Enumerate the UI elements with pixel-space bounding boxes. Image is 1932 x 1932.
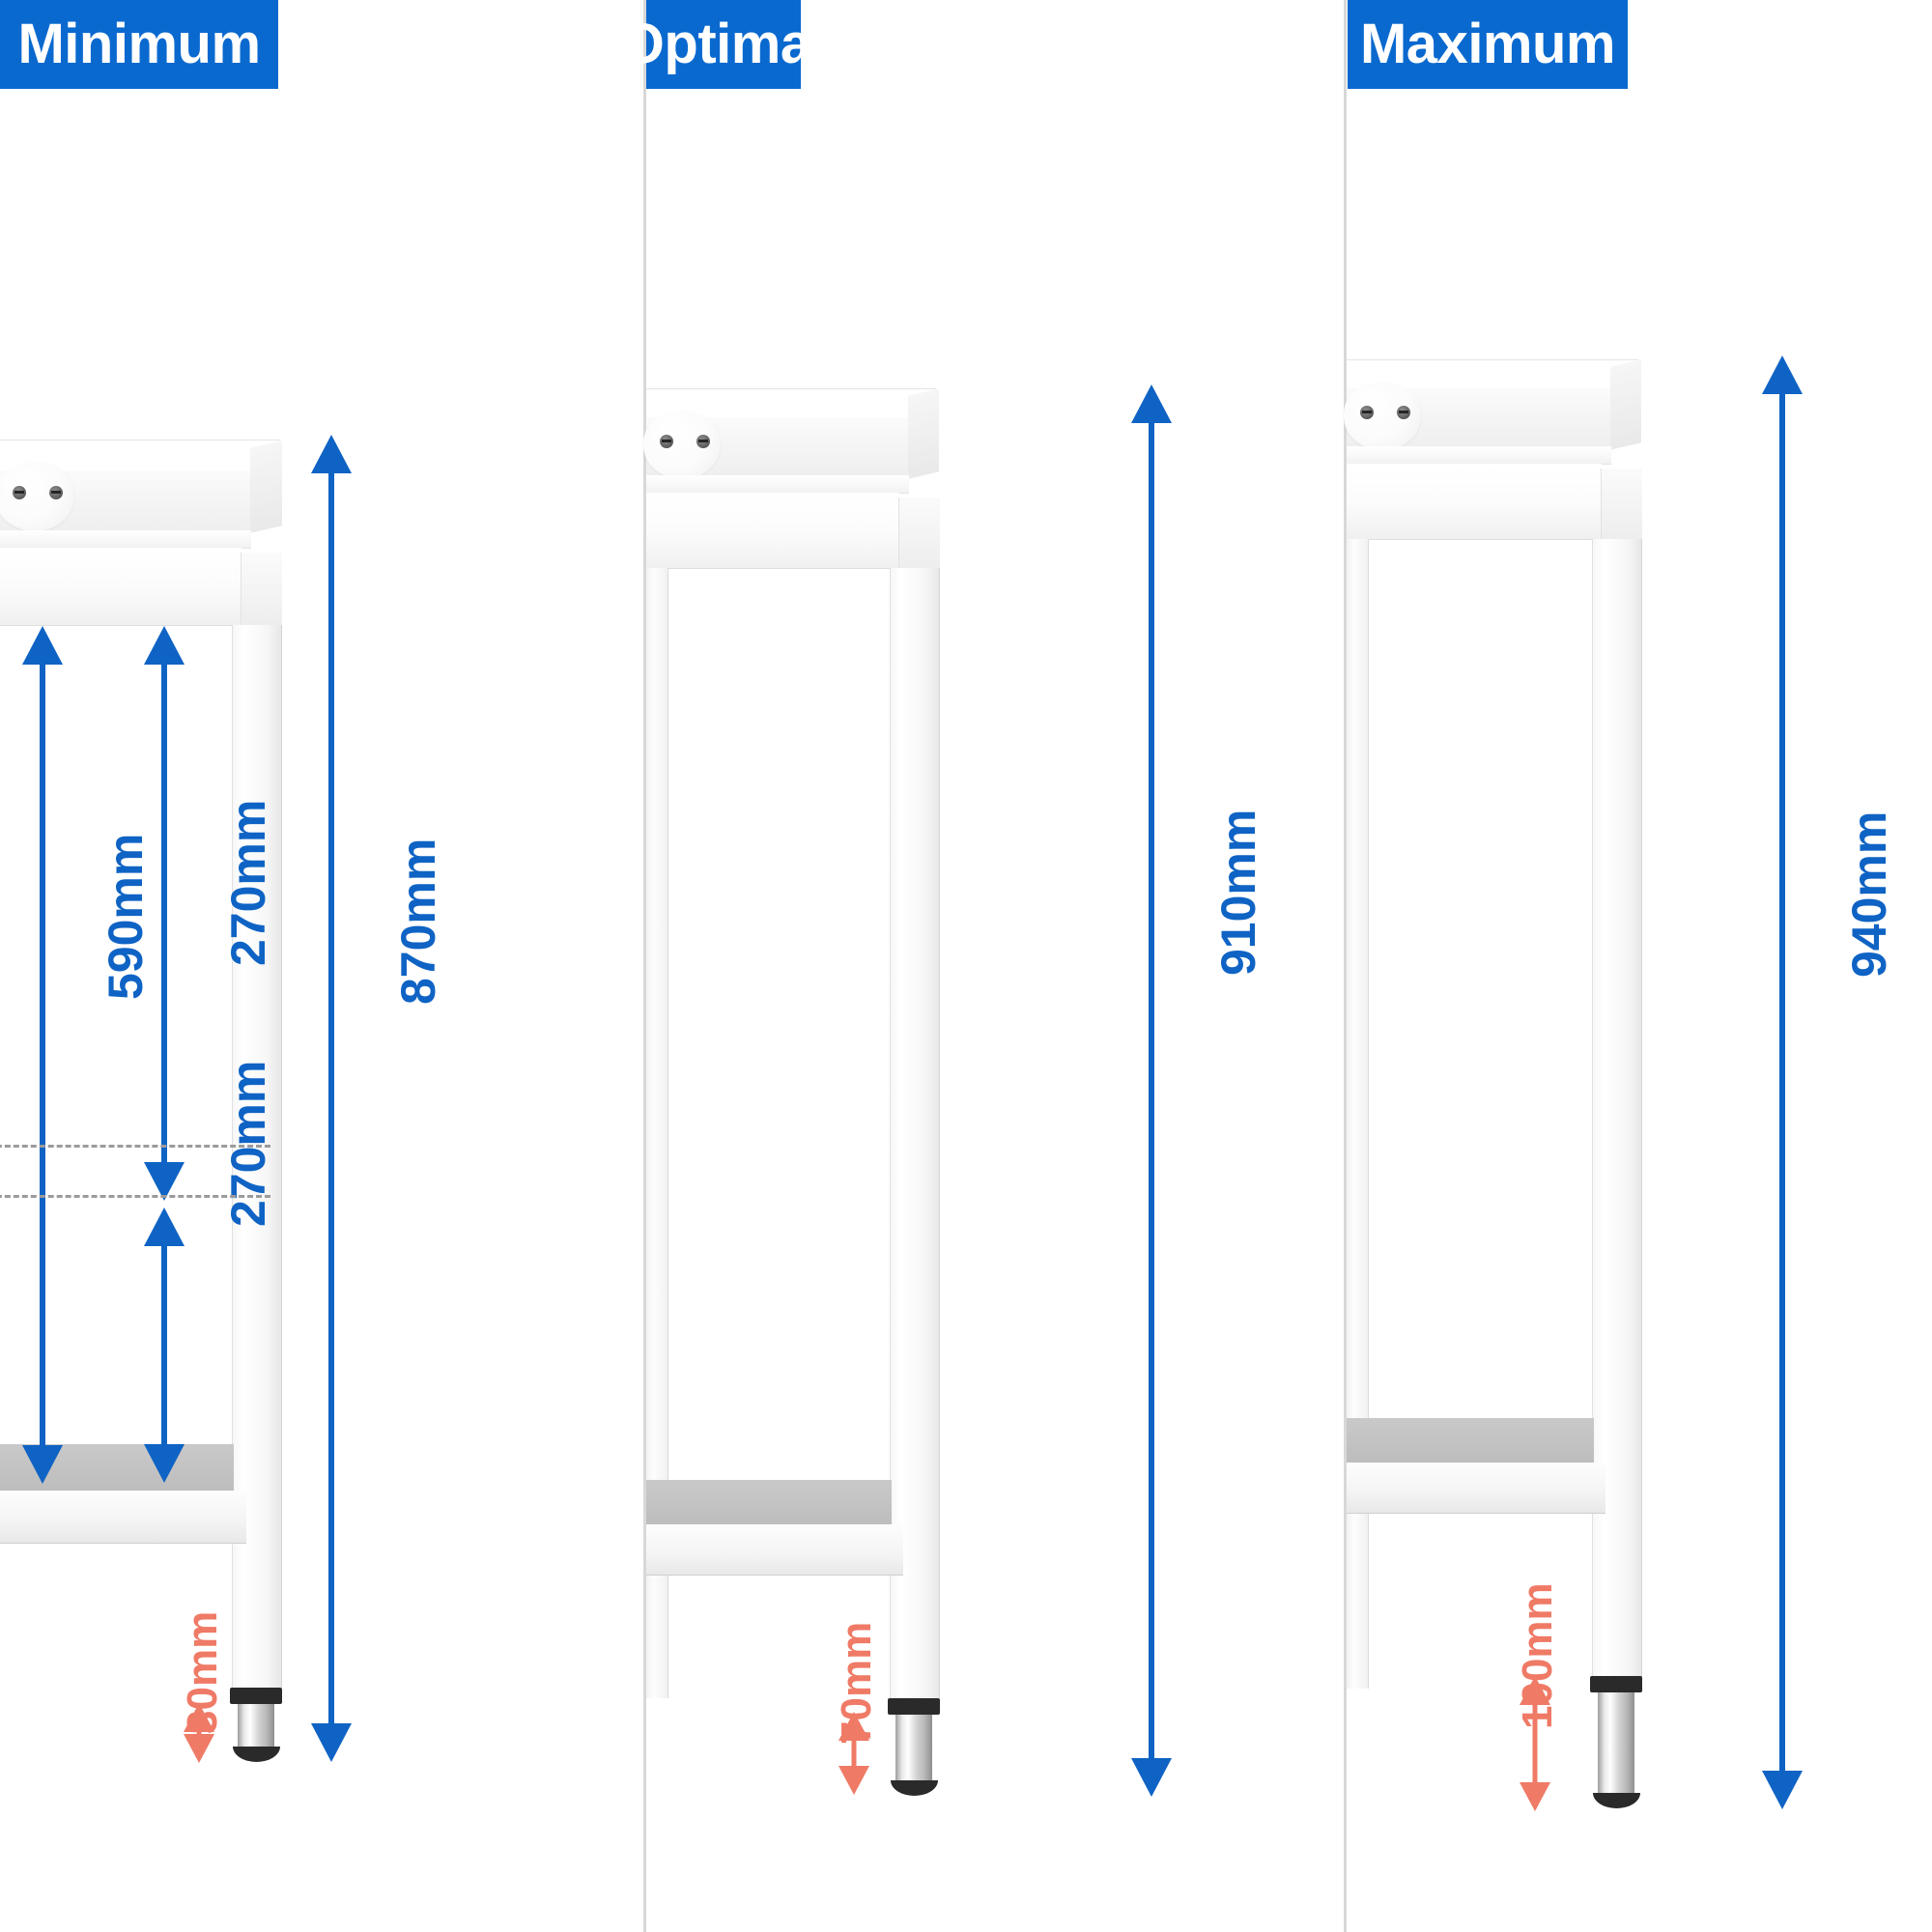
dimension-foot-70-opt <box>835 1712 873 1795</box>
dimension-total-910-opt <box>1130 384 1173 1797</box>
dimension-total-940-max <box>1761 355 1804 1809</box>
tabletop-apron-min <box>0 530 251 549</box>
frame-rail-min <box>0 548 242 626</box>
dimension-label-foot-100-max: 100mm <box>1514 1582 1561 1729</box>
dimension-upper-270-min <box>143 626 185 1201</box>
foot-cap-opt <box>888 1698 940 1715</box>
screw-icon <box>1397 406 1410 419</box>
bracket-mount-opt <box>643 412 721 479</box>
screw-icon <box>13 486 26 499</box>
frame-rail-opt <box>646 493 899 569</box>
dimension-label-870-min: 870mm <box>391 838 445 1005</box>
badge-maximum: Maximum <box>1348 0 1628 89</box>
foot-tube-opt <box>895 1715 932 1784</box>
dashed-guide-upper-min <box>0 1145 270 1148</box>
foot-base-opt <box>891 1780 938 1796</box>
panel-maximum: 940mm 100mm Maximum <box>1344 0 1932 1932</box>
dimension-label-590-min: 590mm <box>99 833 153 1000</box>
screw-icon <box>696 435 710 448</box>
dimension-label-upper-270-min: 270mm <box>221 799 275 966</box>
tabletop-side-min <box>250 440 282 533</box>
frame-rail-side-opt <box>898 497 940 571</box>
dimension-foot-100-max <box>1516 1676 1554 1811</box>
dimension-label-910-opt: 910mm <box>1211 809 1265 976</box>
bracket-mount-max <box>1344 383 1421 450</box>
badge-maximum-label: Maximum <box>1359 13 1616 75</box>
frame-rail-max <box>1347 464 1602 540</box>
dimension-label-lower-270-min: 270mm <box>221 1060 275 1227</box>
badge-optimal: Optimal <box>621 0 827 89</box>
leg-rear-opt <box>646 568 668 1698</box>
foot-tube-min <box>238 1704 274 1750</box>
foot-cap-min <box>230 1688 282 1704</box>
dimension-clear-590-min <box>21 626 64 1484</box>
badge-minimum-label: Minimum <box>17 13 261 75</box>
panel-divider-2 <box>1344 0 1347 1932</box>
dimension-foot-30-min <box>180 1703 218 1763</box>
tabletop-apron-opt <box>646 475 909 494</box>
leg-rear-max <box>1347 539 1369 1689</box>
screw-icon <box>49 486 63 499</box>
lower-shelf-surface-max <box>1347 1418 1594 1463</box>
badge-minimum: Minimum <box>0 0 278 89</box>
lower-shelf-front-opt <box>646 1524 903 1576</box>
dimension-total-870-min <box>310 435 353 1762</box>
dimension-lower-270-min <box>143 1208 185 1483</box>
frame-rail-side-min <box>241 553 282 628</box>
tabletop-side-opt <box>908 388 939 479</box>
dimension-label-940-max: 940mm <box>1842 810 1896 978</box>
bracket-mount-min <box>0 462 74 531</box>
dimension-label-foot-70-opt: 70mm <box>833 1621 880 1745</box>
screw-icon <box>1360 406 1374 419</box>
foot-cap-max <box>1590 1676 1642 1692</box>
lower-shelf-surface-opt <box>646 1480 892 1524</box>
screw-icon <box>660 435 673 448</box>
foot-base-max <box>1593 1793 1640 1808</box>
badge-optimal-label: Optimal <box>620 13 827 75</box>
panel-divider-1 <box>643 0 646 1932</box>
tabletop-apron-max <box>1347 446 1611 465</box>
foot-base-min <box>233 1747 280 1762</box>
foot-tube-max <box>1598 1692 1634 1797</box>
dimension-label-foot-30-min: 30mm <box>179 1610 226 1734</box>
leg-front-opt <box>890 568 940 1698</box>
lower-shelf-front-max <box>1347 1463 1605 1514</box>
panel-minimum: 270mm 270mm 590mm 870mm <box>0 0 643 1932</box>
dashed-guide-lower-min <box>0 1195 270 1198</box>
panel-optimal: 910mm 70mm Optimal <box>621 0 1344 1932</box>
leg-front-max <box>1592 539 1642 1689</box>
frame-rail-side-max <box>1601 469 1642 542</box>
lower-shelf-front-min <box>0 1491 246 1544</box>
tabletop-side-max <box>1610 359 1641 450</box>
